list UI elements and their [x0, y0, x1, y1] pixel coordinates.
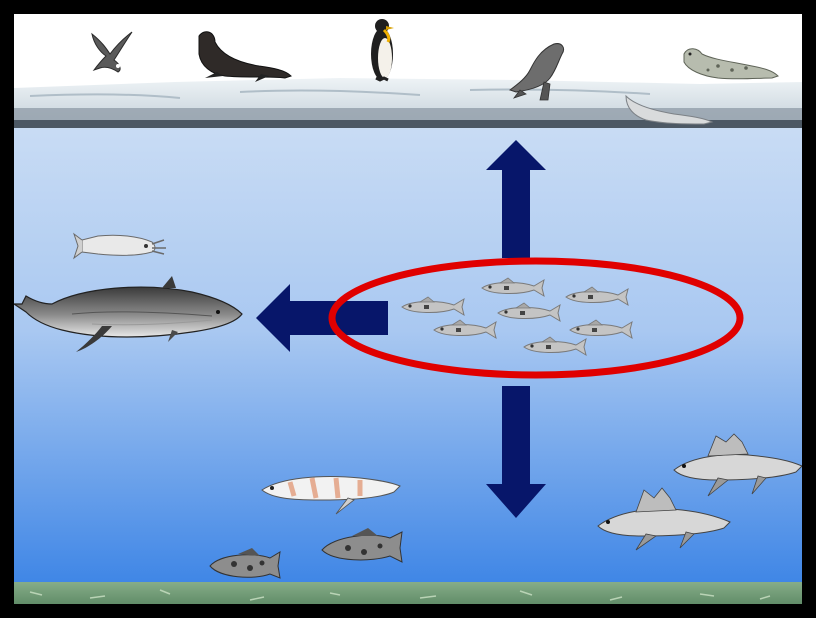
seafloor	[14, 582, 802, 606]
